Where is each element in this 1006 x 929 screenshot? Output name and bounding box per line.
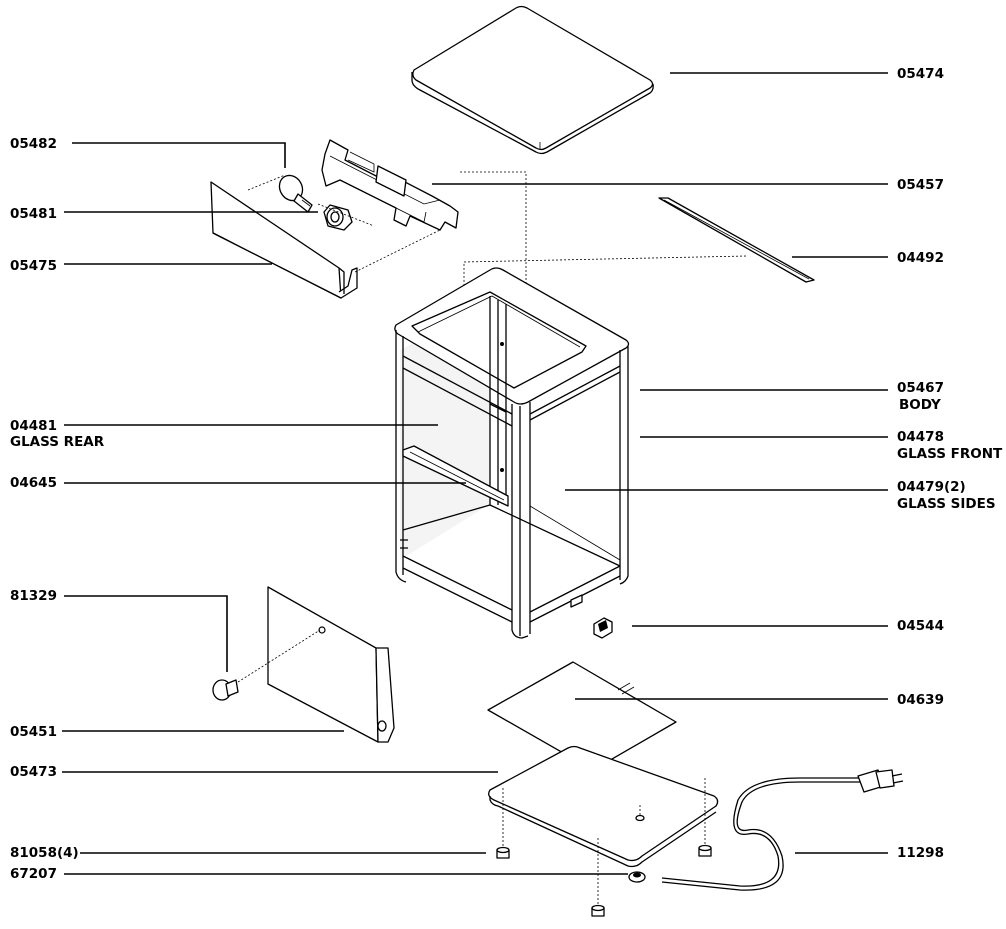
mounting-screws-part <box>496 778 712 917</box>
heater-plate-part <box>487 661 677 771</box>
socket-part <box>323 204 353 231</box>
glass-strip-part <box>658 197 815 283</box>
label-04645: 04645 <box>10 475 57 491</box>
label-04479-name: GLASS SIDES <box>897 496 996 512</box>
label-11298: 11298 <box>897 845 944 861</box>
label-05457: 05457 <box>897 177 944 193</box>
power-cord-part <box>661 769 904 891</box>
label-05467-name: BODY <box>899 397 941 413</box>
bulb-part <box>278 174 313 213</box>
label-04478: 04478 <box>897 429 944 445</box>
rear-cover-part <box>237 586 395 743</box>
grommet-part <box>628 871 646 883</box>
label-05482: 05482 <box>10 136 57 152</box>
light-bar-part <box>321 139 459 231</box>
label-67207: 67207 <box>10 866 57 882</box>
part-labels: 05474 05482 05457 05481 04492 05475 0546… <box>10 66 1003 882</box>
label-04639: 04639 <box>897 692 944 708</box>
body-frame-part <box>394 267 630 639</box>
knob-part <box>212 679 239 701</box>
light-cover-part <box>210 181 358 299</box>
label-05473: 05473 <box>10 764 57 780</box>
label-05467: 05467 <box>897 380 944 396</box>
label-04479: 04479(2) <box>897 479 966 495</box>
label-04544: 04544 <box>897 618 944 634</box>
switch-part <box>593 617 613 639</box>
label-05481: 05481 <box>10 206 57 222</box>
label-05475: 05475 <box>10 258 57 274</box>
label-04481: 04481 <box>10 418 57 434</box>
label-81058: 81058(4) <box>10 845 79 861</box>
top-lid-part <box>411 5 654 155</box>
leader-lines <box>62 72 888 875</box>
label-05451: 05451 <box>10 724 57 740</box>
label-04481-name: GLASS REAR <box>10 434 105 450</box>
label-05474: 05474 <box>897 66 944 82</box>
label-04492: 04492 <box>897 250 944 266</box>
base-plate-part <box>488 745 719 868</box>
label-04478-name: GLASS FRONT <box>897 446 1003 462</box>
label-81329: 81329 <box>10 588 57 604</box>
